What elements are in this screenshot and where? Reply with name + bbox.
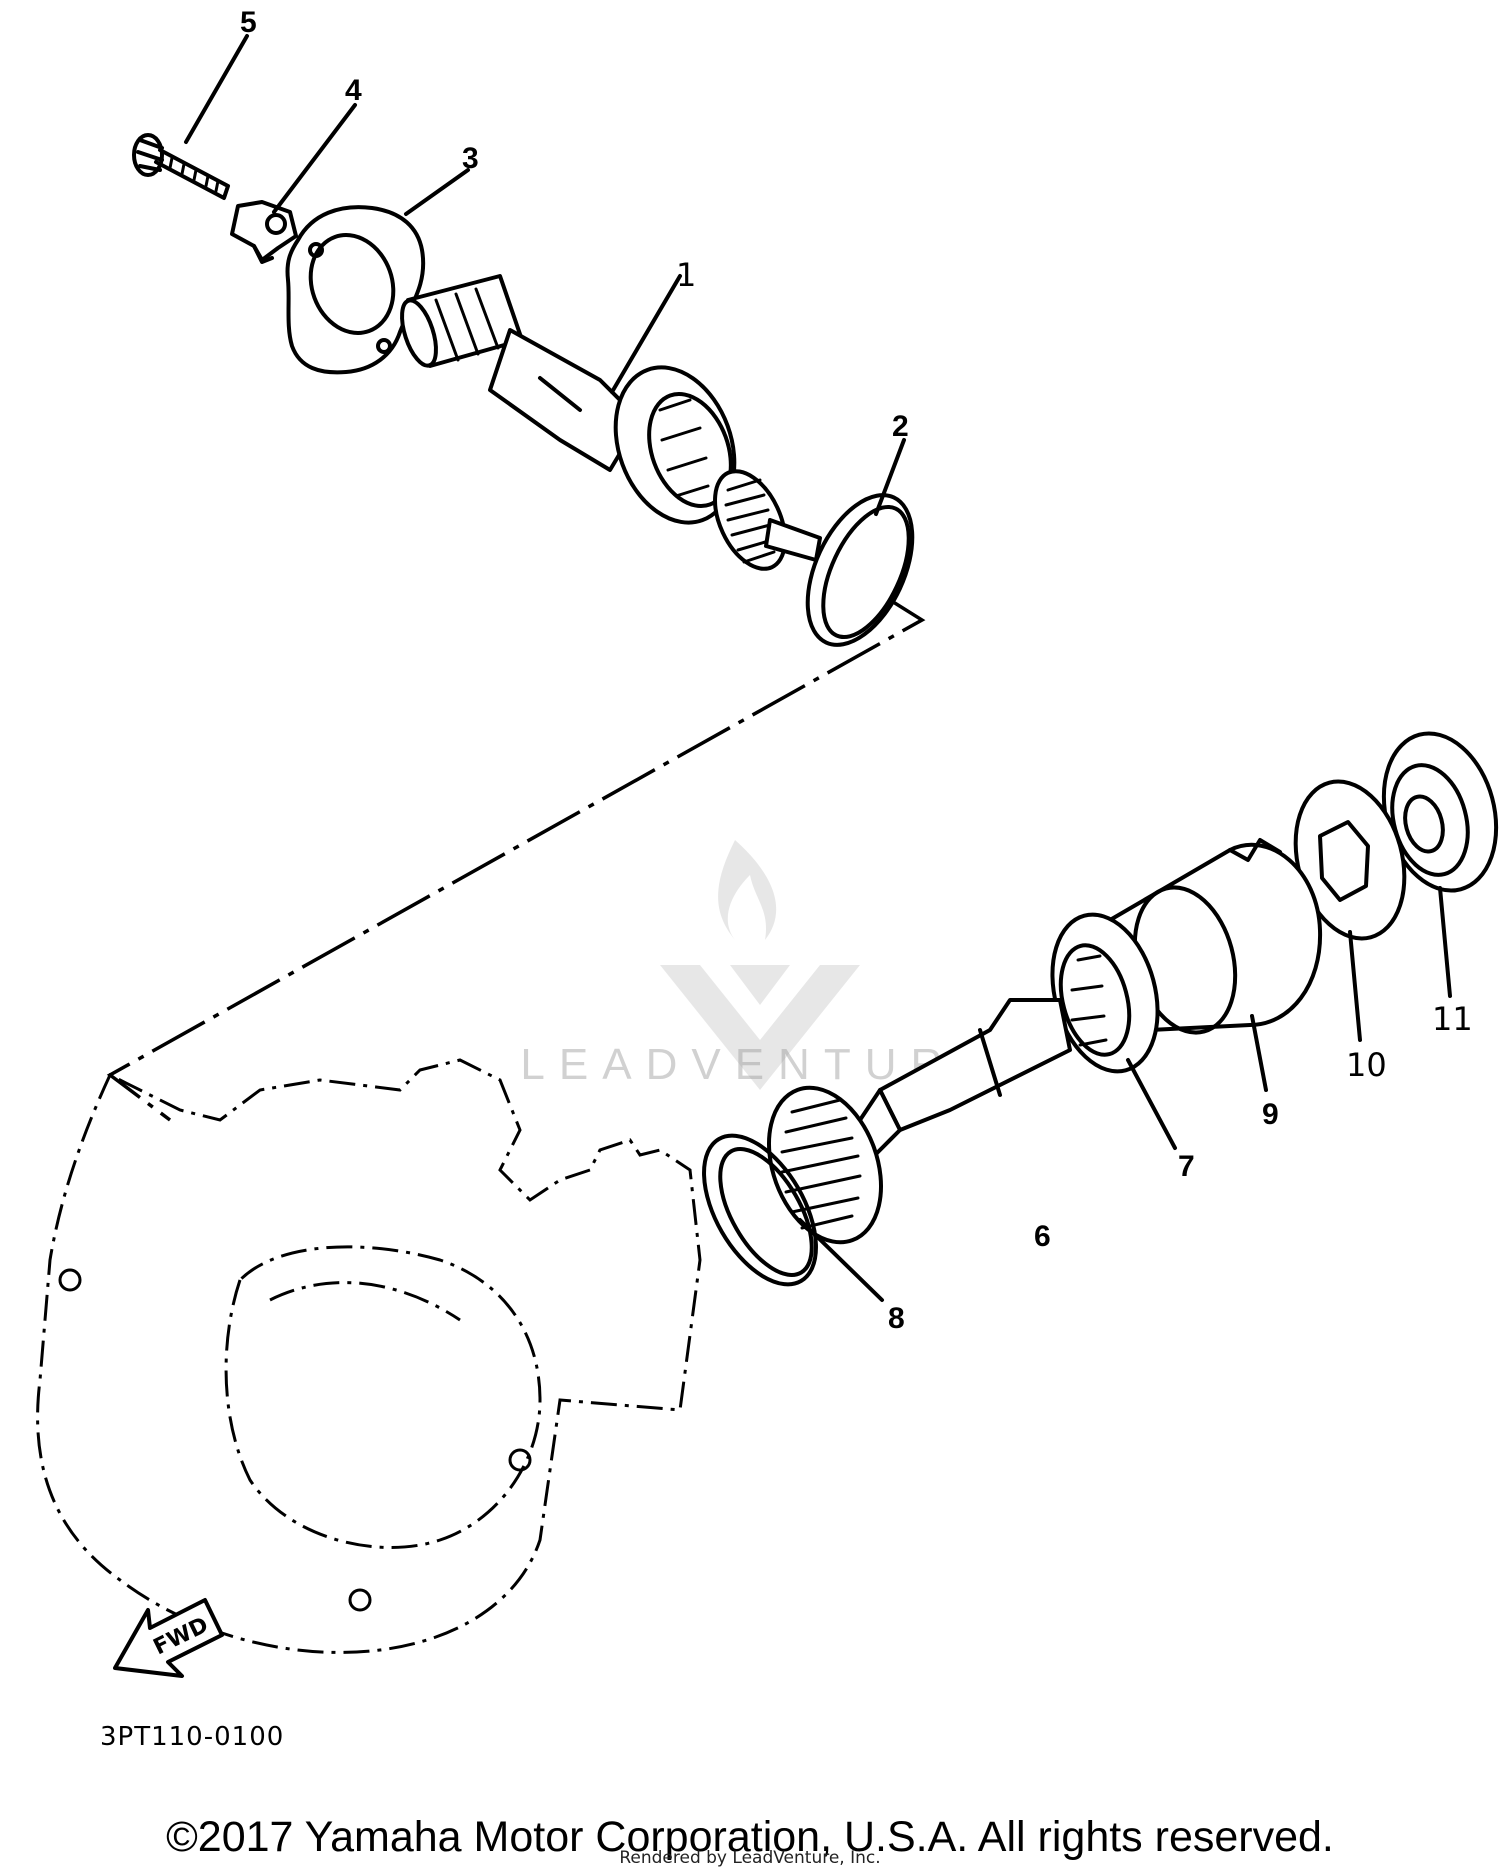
callout-4: 4: [345, 74, 362, 107]
callout-9: 9: [1262, 1098, 1279, 1131]
callout-5: 5: [240, 6, 257, 39]
callout-2: 2: [892, 410, 909, 443]
callout-11: 11: [1432, 1000, 1473, 1038]
callout-10: 10: [1346, 1046, 1387, 1084]
leadventure-logo-watermark: [660, 840, 860, 1090]
engine-case-outline: [36, 1058, 702, 1654]
part-4-clip: [230, 200, 298, 264]
part-3-gasket: [285, 205, 426, 375]
callout-8: 8: [888, 1302, 905, 1335]
part-5-screw: [132, 133, 230, 200]
part-1-drive-shaft: [400, 274, 822, 571]
assembly-guide-line: [106, 598, 926, 1122]
copyright-notice: ©2017 Yamaha Motor Corporation, U.S.A. A…: [166, 1813, 1334, 1861]
rendered-by-text: Rendered by LeadVenture, Inc.: [619, 1848, 881, 1868]
callout-3: 3: [462, 142, 479, 175]
part-8-shim: [702, 1133, 818, 1287]
callout-1: 1: [676, 256, 696, 294]
part-2-shim: [805, 493, 915, 647]
leader-lines: [184, 34, 1452, 1302]
part-6-driven-shaft: [766, 998, 1072, 1245]
part-7-bearing: [1050, 912, 1160, 1074]
callout-7: 7: [1178, 1150, 1195, 1183]
drawing-code: 3PT110-0100: [100, 1722, 285, 1752]
callout-6: 6: [1034, 1220, 1051, 1253]
exploded-view-drawing: FWD 5 4 3 1 2 6 7 8 9 10 11: [36, 6, 1499, 1678]
